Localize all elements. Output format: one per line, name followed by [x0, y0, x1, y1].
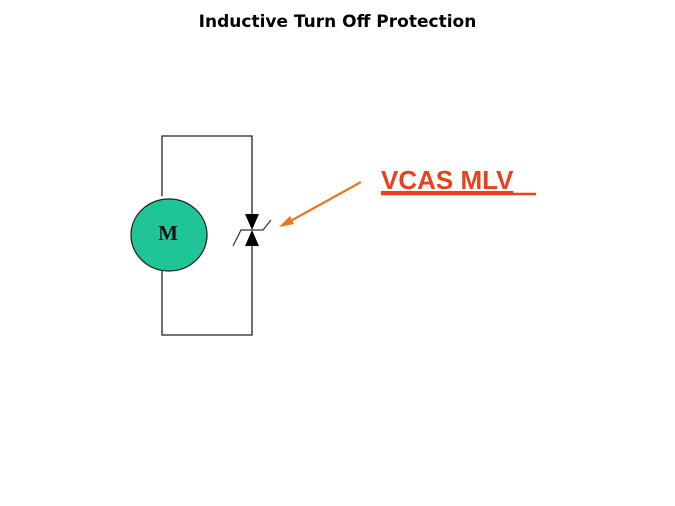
slide-title: Inductive Turn Off Protection	[198, 12, 477, 32]
motor-symbol	[130, 198, 208, 272]
bottom-wire	[161, 246, 253, 336]
motor-label: M	[158, 221, 178, 245]
varistor-symbol	[232, 214, 272, 247]
callout-label: VCAS MLV	[381, 165, 514, 195]
top-wire	[161, 135, 253, 214]
circuit-wires	[161, 135, 253, 336]
callout-arrow	[279, 181, 362, 227]
